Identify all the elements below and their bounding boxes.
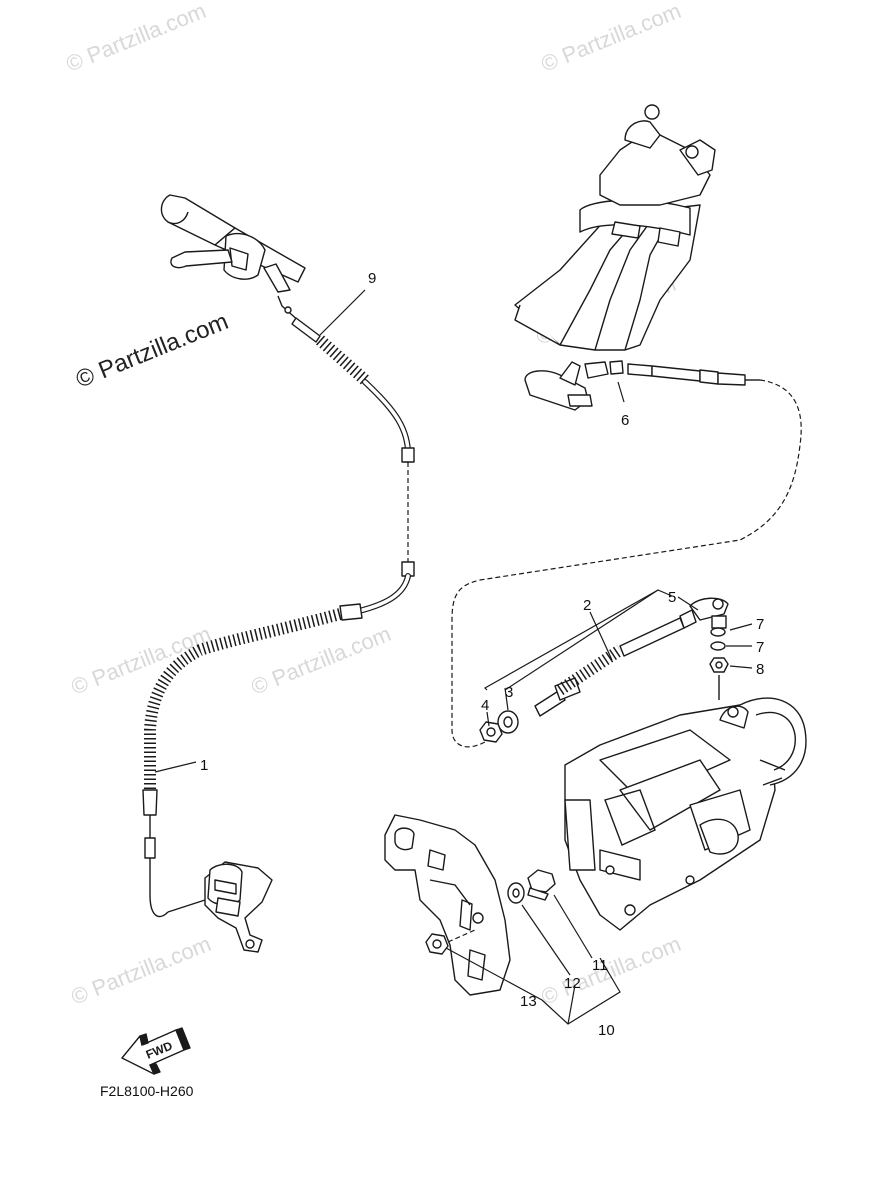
steering-cable-6 [451,360,802,748]
leader-lines [154,289,753,1025]
callout-9: 9 [368,270,376,287]
watermark-bottom-left: © Partzilla.com [68,931,215,1010]
watermark-main: © Partzilla.com [72,308,232,394]
handlebar-grip-assembly [160,194,306,293]
callout-13: 13 [520,993,537,1010]
hardware-small [479,627,729,743]
callout-numbers: 1 2 3 4 5 6 7 7 8 9 10 11 12 13 [200,270,764,1039]
fwd-arrow: FWD [121,1027,191,1075]
callout-1: 1 [200,757,208,774]
cable-bracket-lower-left [167,861,273,953]
callout-5: 5 [668,589,676,606]
callout-12: 12 [564,975,581,992]
washer-7a [710,627,726,637]
throttle-cable-1 [142,561,415,918]
callout-7b: 7 [756,639,764,656]
callout-3: 3 [505,684,513,701]
callout-10: 10 [598,1022,615,1039]
throttle-cable-9 [277,295,415,565]
callout-8: 8 [756,661,764,678]
callout-11: 11 [592,957,608,974]
steering-cable-2 [534,597,729,717]
watermark-top-right: © Partzilla.com [538,0,685,77]
washer-7b [710,641,726,651]
steering-column [514,104,716,411]
hull-bracket-plate [384,814,511,996]
callout-4: 4 [481,697,489,714]
watermark-top-left: © Partzilla.com [63,0,210,77]
watermark-mid-left: © Partzilla.com [68,621,215,700]
callout-7a: 7 [756,616,764,633]
hardware-lower [425,869,556,955]
callout-6: 6 [621,412,629,429]
jet-pump-assembly [564,697,807,931]
diagram-code: F2L8100-H260 [100,1083,194,1099]
callout-2: 2 [583,597,591,614]
